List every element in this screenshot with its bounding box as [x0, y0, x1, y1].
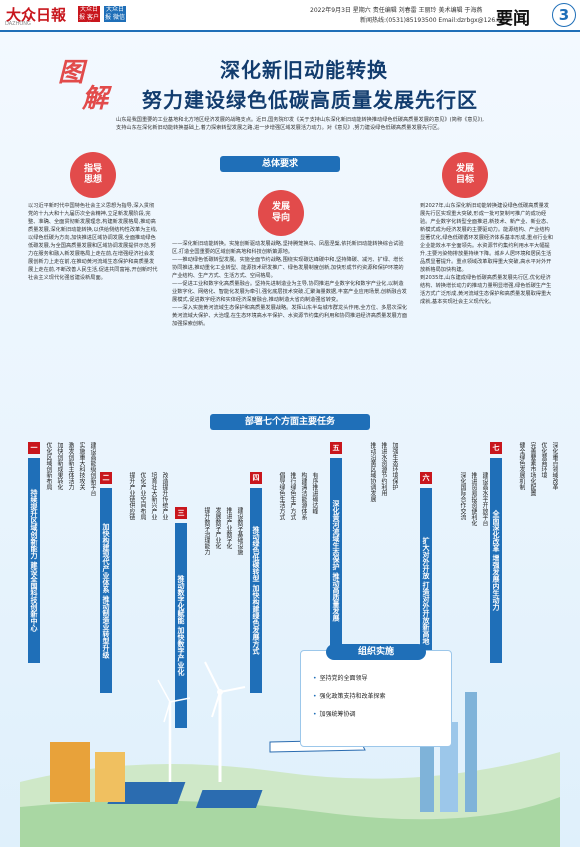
page-title-line1: 深化新旧动能转换	[220, 58, 388, 82]
task-item: 优化营商环境	[540, 442, 547, 478]
task-panel-1: 一持续提升区域创新能力 建设全国科技创新中心建设高能级创新平台实施重大科技攻关激…	[28, 442, 96, 692]
task-item: 构建清洁能源体系	[300, 472, 307, 520]
task-number: 三	[175, 507, 187, 519]
task-title: 扩大对外开放 打造对外开放新高地	[420, 488, 432, 693]
page-title-line2: 努力建设绿色低碳高质量发展先行区	[142, 88, 478, 112]
overall-requirements-bar: 总体要求	[220, 156, 340, 172]
development-direction-text: ——深化新旧动能转换。实施创新驱动发展战略,坚持腾笼换鸟、凤凰涅槃,依托新旧动能…	[172, 241, 408, 327]
task-item: 有序推进碳达峰	[311, 472, 318, 514]
task-item: 发展数字产业化	[214, 507, 221, 549]
date-editors-line: 2022年9月3日 星期六 责任编辑 刘春雷 王丽玲 美术编辑 于海燕	[310, 7, 483, 14]
org-item: 强化政策支持和改革探索	[313, 691, 386, 700]
client-badge[interactable]: 大众日报 客户端	[78, 6, 100, 29]
task-items: 改造提升传统产业培育壮大新兴产业优化产业空间布局提升产业链供应链	[116, 472, 168, 722]
task-number: 六	[420, 472, 432, 484]
task-item: 优化区域创新布局	[45, 442, 52, 490]
task-number: 一	[28, 442, 40, 454]
task-title: 全面深化改革 增强发展内生动力	[490, 458, 502, 663]
task-item: 完善要素市场化配置	[529, 442, 536, 496]
task-title: 持续提升区域创新能力 建设全国科技创新中心	[28, 458, 40, 663]
task-item: 推行绿色生产方式	[289, 472, 296, 520]
lead-paragraph: 山东是我国重要的工业基地和北方地区经济发展的战略支点。近日,国务院印发《关于支持…	[116, 117, 484, 131]
development-goals-circle: 发展目标	[442, 152, 488, 198]
task-item: 加快创新成果转化	[56, 442, 63, 490]
task-item: 优化产业空间布局	[139, 472, 146, 520]
task-item: 深化国际合作交流	[459, 472, 466, 520]
task-panel-7: 七全面深化改革 增强发展内生动力深化重点领域改革优化营商环境完善要素市场化配置健…	[490, 442, 558, 692]
development-direction-label: 发展导向	[271, 202, 290, 223]
seven-tasks-bar: 部署七个方面主要任务	[210, 414, 370, 430]
task-item: 建设高能级创新平台	[89, 442, 96, 496]
task-panel-5: 五深化黄河流域生态保护 推动高质量发展加强生态环境保护推进水资源节约利用推动沿黄…	[330, 442, 398, 692]
newspaper-logo: 大众日報	[6, 6, 67, 24]
task-item: 建设高水平开放平台	[481, 472, 488, 526]
masthead: 大众日報 大众日报 客户端 大众日报 微信 DAZHONG 2022年9月3日 …	[0, 0, 580, 32]
org-item: 坚持党的全面领导	[313, 673, 368, 682]
org-item: 加强统筹协调	[313, 709, 356, 718]
task-panel-2: 二加快构建现代产业体系 推动制造业转型升级改造提升传统产业培育壮大新兴产业优化产…	[100, 472, 168, 722]
task-items: 加强生态环境保护推进水资源节约利用推动沿黄区域协调发展	[346, 442, 398, 692]
task-item: 提升数字治理能力	[203, 507, 210, 555]
task-panel-4: 四推动绿色低碳转型 加快构建绿色发展方式有序推进碳达峰构建清洁能源体系推行绿色生…	[250, 472, 318, 722]
guiding-thought-circle: 指导思想	[70, 152, 116, 198]
guiding-thought-text: 以习近平新时代中国特色社会主义思想为指导,深入贯彻党的十九大和十九届历次全会精神…	[28, 203, 158, 281]
task-items: 建设高能级创新平台实施重大科技攻关激发创新主体活力加快创新成果转化优化区域创新布…	[44, 442, 96, 692]
task-number: 二	[100, 472, 112, 484]
page-number: 3	[552, 3, 576, 27]
tujie-label: 图 解	[58, 52, 110, 114]
task-item: 推进水资源节约利用	[380, 442, 387, 496]
task-number: 七	[490, 442, 502, 454]
task-title: 加快构建现代产业体系 推动制造业转型升级	[100, 488, 112, 693]
organization-implementation-box: 组织实施 坚持党的全面领导 强化政策支持和改革探索 加强统筹协调	[300, 644, 452, 747]
task-item: 提升产业链供应链	[128, 472, 135, 520]
task-item: 建设数字基础设施	[236, 507, 243, 555]
task-panel-6: 六扩大对外开放 打造对外开放新高地建设高水平开放平台推进贸易投资便利化深化国际合…	[420, 472, 488, 722]
wechat-badge[interactable]: 大众日报 微信	[104, 6, 126, 22]
task-items: 有序推进碳达峰构建清洁能源体系推行绿色生产方式倡导绿色生活方式	[266, 472, 318, 722]
task-number: 四	[250, 472, 262, 484]
task-item: 改造提升传统产业	[161, 472, 168, 520]
task-item: 实施重大科技攻关	[78, 442, 85, 490]
tujie-char-1: 图	[58, 58, 85, 88]
task-items: 建设高水平开放平台推进贸易投资便利化深化国际合作交流	[436, 472, 488, 722]
task-item: 倡导绿色生活方式	[278, 472, 285, 520]
task-title: 推动数字化赋能 加快数字产业化	[175, 523, 187, 728]
task-title: 推动绿色低碳转型 加快构建绿色发展方式	[250, 488, 262, 693]
task-items: 建设数字基础设施推进产业数字化发展数字产业化提升数字治理能力	[191, 507, 243, 757]
task-item: 培育壮大新兴产业	[150, 472, 157, 520]
infographic-body: 图 解 深化新旧动能转换 努力建设绿色低碳高质量发展先行区 山东是我国重要的工业…	[0, 32, 580, 847]
task-title: 深化黄河流域生态保护 推动高质量发展	[330, 458, 342, 663]
task-item: 深化重点领域改革	[551, 442, 558, 490]
green-energy-illustration-icon	[20, 661, 560, 847]
development-direction-circle: 发展导向	[258, 190, 304, 236]
task-item: 加强生态环境保护	[391, 442, 398, 490]
development-goals-label: 发展目标	[455, 164, 474, 185]
task-item: 健全绿色发展机制	[518, 442, 525, 490]
task-panel-3: 三推动数字化赋能 加快数字产业化建设数字基础设施推进产业数字化发展数字产业化提升…	[175, 507, 243, 757]
task-item: 推进贸易投资便利化	[470, 472, 477, 526]
task-item: 推动沿黄区域协调发展	[369, 442, 376, 502]
guiding-thought-label: 指导思想	[83, 164, 102, 185]
section-name: 要闻	[496, 9, 530, 29]
contact-line: 新闻热线:(0531)85193500 Email:dzrbgx@126.com	[360, 17, 510, 24]
tujie-char-2: 解	[82, 84, 109, 114]
task-items: 深化重点领域改革优化营商环境完善要素市场化配置健全绿色发展机制	[506, 442, 558, 692]
organization-implementation-title: 组织实施	[326, 644, 426, 660]
task-item: 激发创新主体活力	[67, 442, 74, 490]
task-item: 推进产业数字化	[225, 507, 232, 549]
logo-subtitle: DAZHONG	[5, 21, 31, 27]
development-goals-text: 到2027年,山东深化新旧动能转换建设绿色低碳高质量发展先行区实现重大突破,形成…	[420, 203, 553, 305]
task-number: 五	[330, 442, 342, 454]
